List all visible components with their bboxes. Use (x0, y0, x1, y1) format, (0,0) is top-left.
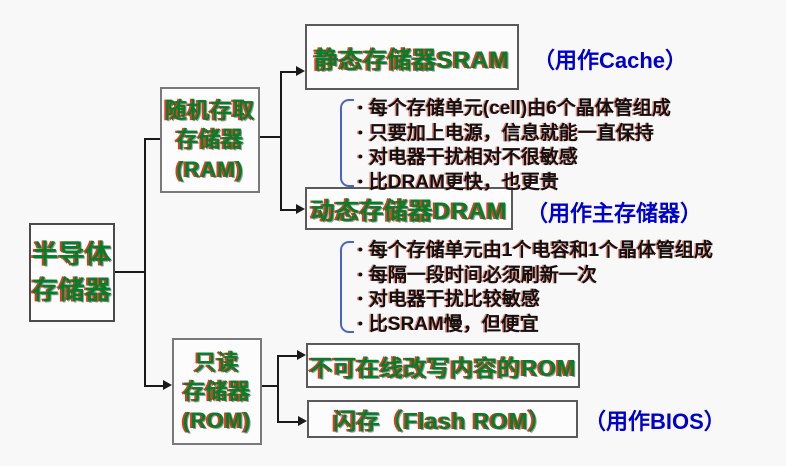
bullet-text: 每个存储单元(cell)由6个晶体管组成 (368, 98, 671, 119)
node-label-line: 存储器 (183, 378, 251, 404)
node-ram: 随机存取 存储器 (RAM) (160, 87, 260, 193)
bullet-text: 对电器干扰比较敏感 (368, 289, 540, 310)
list-item: • 只要加上电源，信息就能一直保持 (358, 122, 671, 147)
node-label-line: 存储器 (32, 274, 112, 305)
connector-rom-entry (144, 385, 165, 387)
node-label-line: (RAM) (176, 156, 244, 182)
connector-root-exit (115, 271, 145, 273)
annotation-sram-cache: （用作Cache） (533, 48, 688, 73)
bullet-text: 对电器干扰相对不很敏感 (368, 147, 578, 168)
connector-rom-branch-vertical (277, 355, 279, 423)
node-non-writable-rom: 不可在线改写内容的ROM (306, 343, 580, 388)
node-label: 闪存（Flash ROM） (333, 408, 552, 434)
node-label-line: 随机存取 (164, 98, 255, 124)
dram-bullets-bracket (340, 241, 354, 333)
connector-ram-exit (260, 136, 281, 138)
connector-ram-entry (144, 138, 160, 140)
dram-bullet-list: • 每个存储单元由1个电容和1个晶体管组成 • 每隔一段时间必须刷新一次 • 对… (358, 239, 713, 337)
bullet-icon: • (358, 314, 363, 331)
arrowhead-rom-icon (163, 380, 172, 390)
connector-trunk-vertical (144, 138, 146, 387)
node-label: 动态存储器DRAM (310, 198, 508, 225)
connector-flash-branch (277, 421, 299, 423)
list-item: • 比DRAM更快，也更贵 (358, 171, 671, 196)
arrowhead-dram-icon (296, 204, 305, 214)
connector-rom-exit (262, 385, 279, 387)
node-semiconductor-memory: 半导体 存储器 (29, 223, 115, 322)
node-dram: 动态存储器DRAM (305, 187, 513, 230)
bullet-icon: • (358, 148, 363, 164)
bullet-text: 每隔一段时间必须刷新一次 (368, 264, 597, 286)
bullet-text: 每个存储单元由1个电容和1个晶体管组成 (368, 240, 714, 261)
connector-ram-branch-vertical (280, 71, 282, 211)
node-label-line: (ROM) (182, 408, 252, 434)
node-label-line: 存储器 (176, 127, 244, 153)
arrowhead-sram-icon (296, 66, 305, 76)
connector-sram-branch (280, 71, 298, 73)
bullet-text: 只要加上电源，信息就能一直保持 (368, 122, 654, 144)
bullet-icon: • (358, 123, 363, 140)
node-label: 不可在线改写内容的ROM (309, 354, 577, 381)
annotation-flash-bios: （用作BIOS） (584, 409, 726, 434)
list-item: • 对电器干扰比较敏感 (358, 288, 713, 313)
connector-dram-branch (280, 209, 298, 211)
list-item: • 每个存储单元(cell)由6个晶体管组成 (358, 97, 671, 122)
list-item: • 每个存储单元由1个电容和1个晶体管组成 (358, 239, 713, 264)
bullet-text: 比SRAM慢，但便宜 (368, 313, 539, 335)
arrowhead-nonwritable-rom-icon (297, 350, 306, 360)
node-label-line: 只读 (194, 349, 240, 375)
node-rom: 只读 存储器 (ROM) (172, 338, 262, 445)
bullet-icon: • (358, 99, 363, 115)
node-flash-rom: 闪存（Flash ROM） (307, 400, 578, 438)
annotation-dram-main-memory: （用作主存储器） (526, 201, 703, 226)
connector-nonwritable-branch (277, 355, 298, 357)
list-item: • 对电器干扰相对不很敏感 (358, 146, 671, 171)
sram-bullets-bracket (340, 99, 354, 187)
node-label-line: 半导体 (32, 239, 112, 270)
sram-bullet-list: • 每个存储单元(cell)由6个晶体管组成 • 只要加上电源，信息就能一直保持… (358, 97, 671, 195)
bullet-icon: • (358, 172, 363, 189)
node-label: 静态存储器SRAM (314, 46, 510, 74)
node-sram: 静态存储器SRAM (305, 24, 519, 90)
bullet-icon: • (358, 241, 363, 257)
arrowhead-flash-rom-icon (298, 416, 307, 426)
list-item: • 比SRAM慢，但便宜 (358, 313, 713, 338)
bullet-icon: • (358, 265, 363, 282)
bullet-text: 比DRAM更快，也更贵 (368, 171, 559, 193)
bullet-icon: • (358, 290, 363, 306)
list-item: • 每隔一段时间必须刷新一次 (358, 264, 713, 289)
